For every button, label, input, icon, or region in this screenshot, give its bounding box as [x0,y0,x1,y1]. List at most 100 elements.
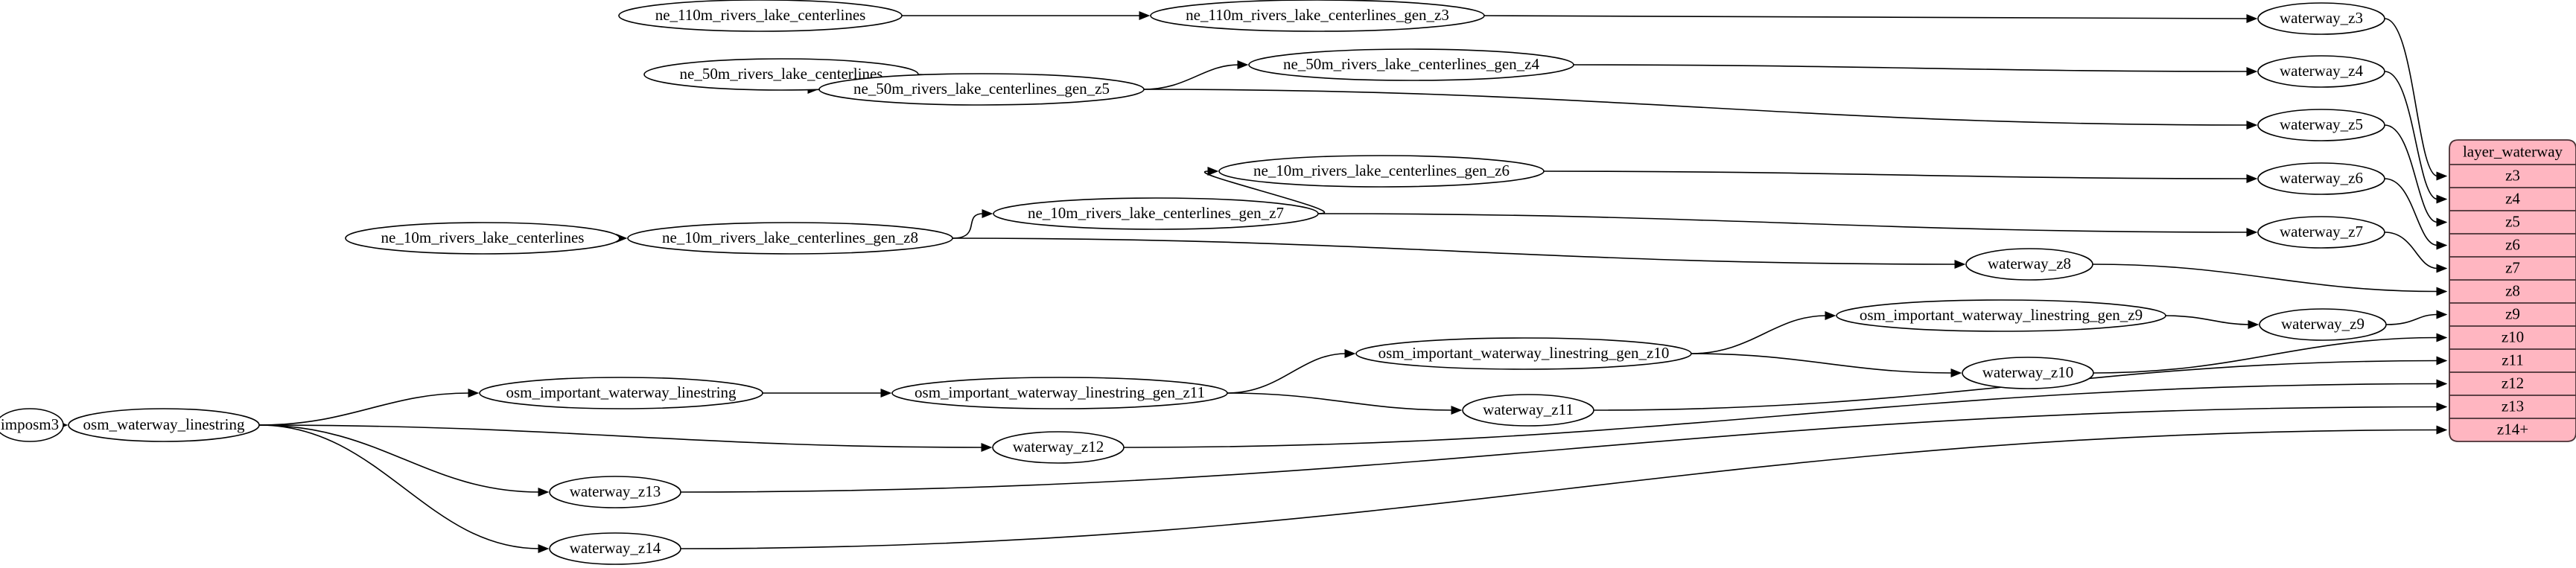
graph-edge-osm_important_waterway_linestring_gen_z11--to--osm_important_waterway_linestring_gen_z10 [1227,349,1356,394]
graph-edge-osm_waterway_linestring--to--osm_important_waterway_linestring [258,389,480,426]
node-ellipse [2257,162,2385,195]
graph-node-osm_waterway_linestring[interactable]: osm_waterway_linestring [68,408,260,442]
edge-line [258,424,540,549]
edge-line [952,237,1956,265]
record-node-layer-waterway[interactable]: layer_waterwayz3z4z5z6z7z8z9z10z11z12z13… [2449,139,2576,442]
graph-node-waterway_z12[interactable]: waterway_z12 [992,431,1125,464]
graph-node-imposm3[interactable]: imposm3 [0,408,64,442]
node-ellipse [992,431,1125,464]
edge-arrowhead [468,389,480,398]
graph-edge-waterway_z4--to--layer_waterway_z4 [2384,71,2448,204]
graph-node-waterway_z9[interactable]: waterway_z9 [2259,308,2387,341]
graph-node-osm_important_waterway_linestring_gen_z9[interactable]: osm_important_waterway_linestring_gen_z9 [1836,299,2166,332]
graph-node-osm_important_waterway_linestring[interactable]: osm_important_waterway_linestring [479,377,763,409]
edge-line [2384,18,2438,177]
edge-line [258,424,540,493]
edge-line [680,429,2438,549]
graph-node-ne_10m_rivers_lake_centerlines[interactable]: ne_10m_rivers_lake_centerlines [345,222,620,255]
edge-arrowhead [2436,217,2448,227]
graph-edge-waterway_z8--to--layer_waterway_z8 [2092,264,2448,296]
graph-node-ne_110m_rivers_lake_centerlines[interactable]: ne_110m_rivers_lake_centerlines [618,0,903,32]
edge-line [1204,170,1326,214]
edge-line [680,406,2438,493]
node-ellipse [1218,155,1545,188]
edge-arrowhead [2246,67,2258,76]
node-ellipse [1150,0,1485,32]
graph-node-waterway_z13[interactable]: waterway_z13 [549,476,681,508]
edge-line [1483,15,2248,19]
edge-line [2385,313,2438,325]
graph-node-waterway_z3[interactable]: waterway_z3 [2257,2,2385,35]
edge-arrowhead [1344,349,1356,358]
edge-line [1691,315,1827,354]
graph-node-waterway_z14[interactable]: waterway_z14 [549,532,681,565]
node-ellipse [68,408,260,442]
edge-arrowhead [1207,167,1219,176]
graph-edge-waterway_z10--to--layer_waterway_z10 [2093,333,2448,374]
graph-node-ne_110m_rivers_lake_centerlines_gen_z3[interactable]: ne_110m_rivers_lake_centerlines_gen_z3 [1150,0,1485,32]
node-ellipse [993,197,1319,230]
graph-node-waterway_z6[interactable]: waterway_z6 [2257,162,2385,195]
graph-node-ne_10m_rivers_lake_centerlines_gen_z7[interactable]: ne_10m_rivers_lake_centerlines_gen_z7 [993,197,1319,230]
graph-edge-ne_10m_rivers_lake_centerlines_gen_z6--to--waterway_z6 [1543,170,2258,183]
graph-edge-osm_important_waterway_linestring_gen_z10--to--waterway_z10 [1691,353,1962,377]
edge-line [1573,64,2248,72]
graph-node-osm_important_waterway_linestring_gen_z11[interactable]: osm_important_waterway_linestring_gen_z1… [891,377,1228,409]
edge-arrowhead [2246,228,2258,237]
edge-line [1123,383,2438,448]
node-ellipse [818,73,1145,106]
edge-line [1543,170,2248,179]
graph-node-ne_10m_rivers_lake_centerlines_gen_z8[interactable]: ne_10m_rivers_lake_centerlines_gen_z8 [627,222,953,255]
graph-edge-waterway_z5--to--layer_waterway_z5 [2384,124,2448,227]
graph-node-waterway_z5[interactable]: waterway_z5 [2257,109,2385,141]
edge-arrowhead [538,544,550,553]
edge-arrowhead [981,443,993,452]
edge-line [1227,353,1346,394]
edge-arrowhead [2436,379,2448,389]
edge-arrowhead [2436,240,2448,250]
edge-arrowhead [1237,60,1249,69]
edge-arrowhead [2246,14,2258,23]
node-ellipse [2257,216,2385,249]
graph-node-ne_50m_rivers_lake_centerlines_gen_z5[interactable]: ne_50m_rivers_lake_centerlines_gen_z5 [818,73,1145,106]
node-ellipse [627,222,953,255]
graph-edge-osm_waterway_linestring--to--waterway_z14 [258,424,550,553]
graph-edge-osm_waterway_linestring--to--waterway_z12 [258,424,993,452]
edge-line [2165,315,2250,325]
node-ellipse [1355,337,1692,370]
node-ellipse [1248,48,1574,81]
graph-edge-waterway_z6--to--layer_waterway_z6 [2384,178,2448,250]
node-ellipse [2257,2,2385,35]
graph-node-waterway_z7[interactable]: waterway_z7 [2257,216,2385,249]
node-ellipse [1965,248,2093,281]
edge-arrowhead [2248,320,2259,329]
graph-node-waterway_z4[interactable]: waterway_z4 [2257,55,2385,88]
graph-edge-osm_important_waterway_linestring--to--osm_important_waterway_linestring_gen_z11 [763,389,892,398]
graph-edge-waterway_z3--to--layer_waterway_z3 [2384,18,2448,181]
edge-arrowhead [2436,171,2448,181]
node-ellipse [479,377,763,409]
edge-line [1691,353,1953,374]
node-ellipse [618,0,903,32]
graph-edge-ne_110m_rivers_lake_centerlines_gen_z3--to--waterway_z3 [1483,14,2258,23]
graph-edge-osm_important_waterway_linestring_gen_z11--to--waterway_z11 [1227,392,1463,415]
edge-line [258,392,470,426]
graph-edge-ne_10m_rivers_lake_centerlines_gen_z8--to--waterway_z8 [952,237,1966,269]
graph-node-ne_50m_rivers_lake_centerlines_gen_z4[interactable]: ne_50m_rivers_lake_centerlines_gen_z4 [1248,48,1574,81]
graph-node-ne_10m_rivers_lake_centerlines_gen_z6[interactable]: ne_10m_rivers_lake_centerlines_gen_z6 [1218,155,1545,188]
edge-arrowhead [2246,174,2258,183]
node-ellipse [2259,308,2387,341]
edge-line [1317,213,2248,233]
graph-node-osm_important_waterway_linestring_gen_z10[interactable]: osm_important_waterway_linestring_gen_z1… [1355,337,1692,370]
edge-line [1143,89,2248,126]
graph-node-waterway_z8[interactable]: waterway_z8 [1965,248,2093,281]
edge-arrowhead [2436,194,2448,204]
record-node-layer: layer_waterwayz3z4z5z6z7z8z9z10z11z12z13… [2449,139,2576,442]
edge-line [952,213,984,239]
edge-arrowhead [2436,356,2448,366]
edge-arrowhead [982,209,993,218]
graph-node-waterway_z10[interactable]: waterway_z10 [1962,357,2094,389]
graph-node-waterway_z11[interactable]: waterway_z11 [1462,394,1594,427]
